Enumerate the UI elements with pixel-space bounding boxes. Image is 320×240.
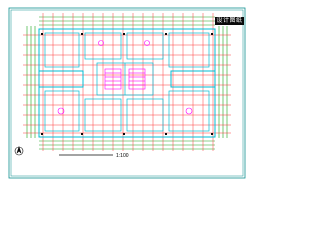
- top-dimensions: [39, 16, 215, 26]
- title-block: 设计图纸: [215, 17, 244, 25]
- fixtures: [57, 40, 193, 115]
- inner-frame: [10, 9, 244, 177]
- north-arrow-icon: [14, 146, 24, 156]
- columns: [41, 33, 213, 135]
- cad-viewport: 设计图纸 1:100: [8, 7, 246, 179]
- floor-plan-drawing: [8, 7, 246, 179]
- bottom-dimensions: [39, 140, 215, 150]
- axis-grid-vertical: [42, 13, 214, 151]
- partitions: [44, 32, 210, 132]
- side-dimensions: [26, 26, 228, 138]
- scale-label: 1:100: [116, 153, 129, 159]
- building-outline: [38, 28, 216, 138]
- drawing-frame: [8, 7, 246, 179]
